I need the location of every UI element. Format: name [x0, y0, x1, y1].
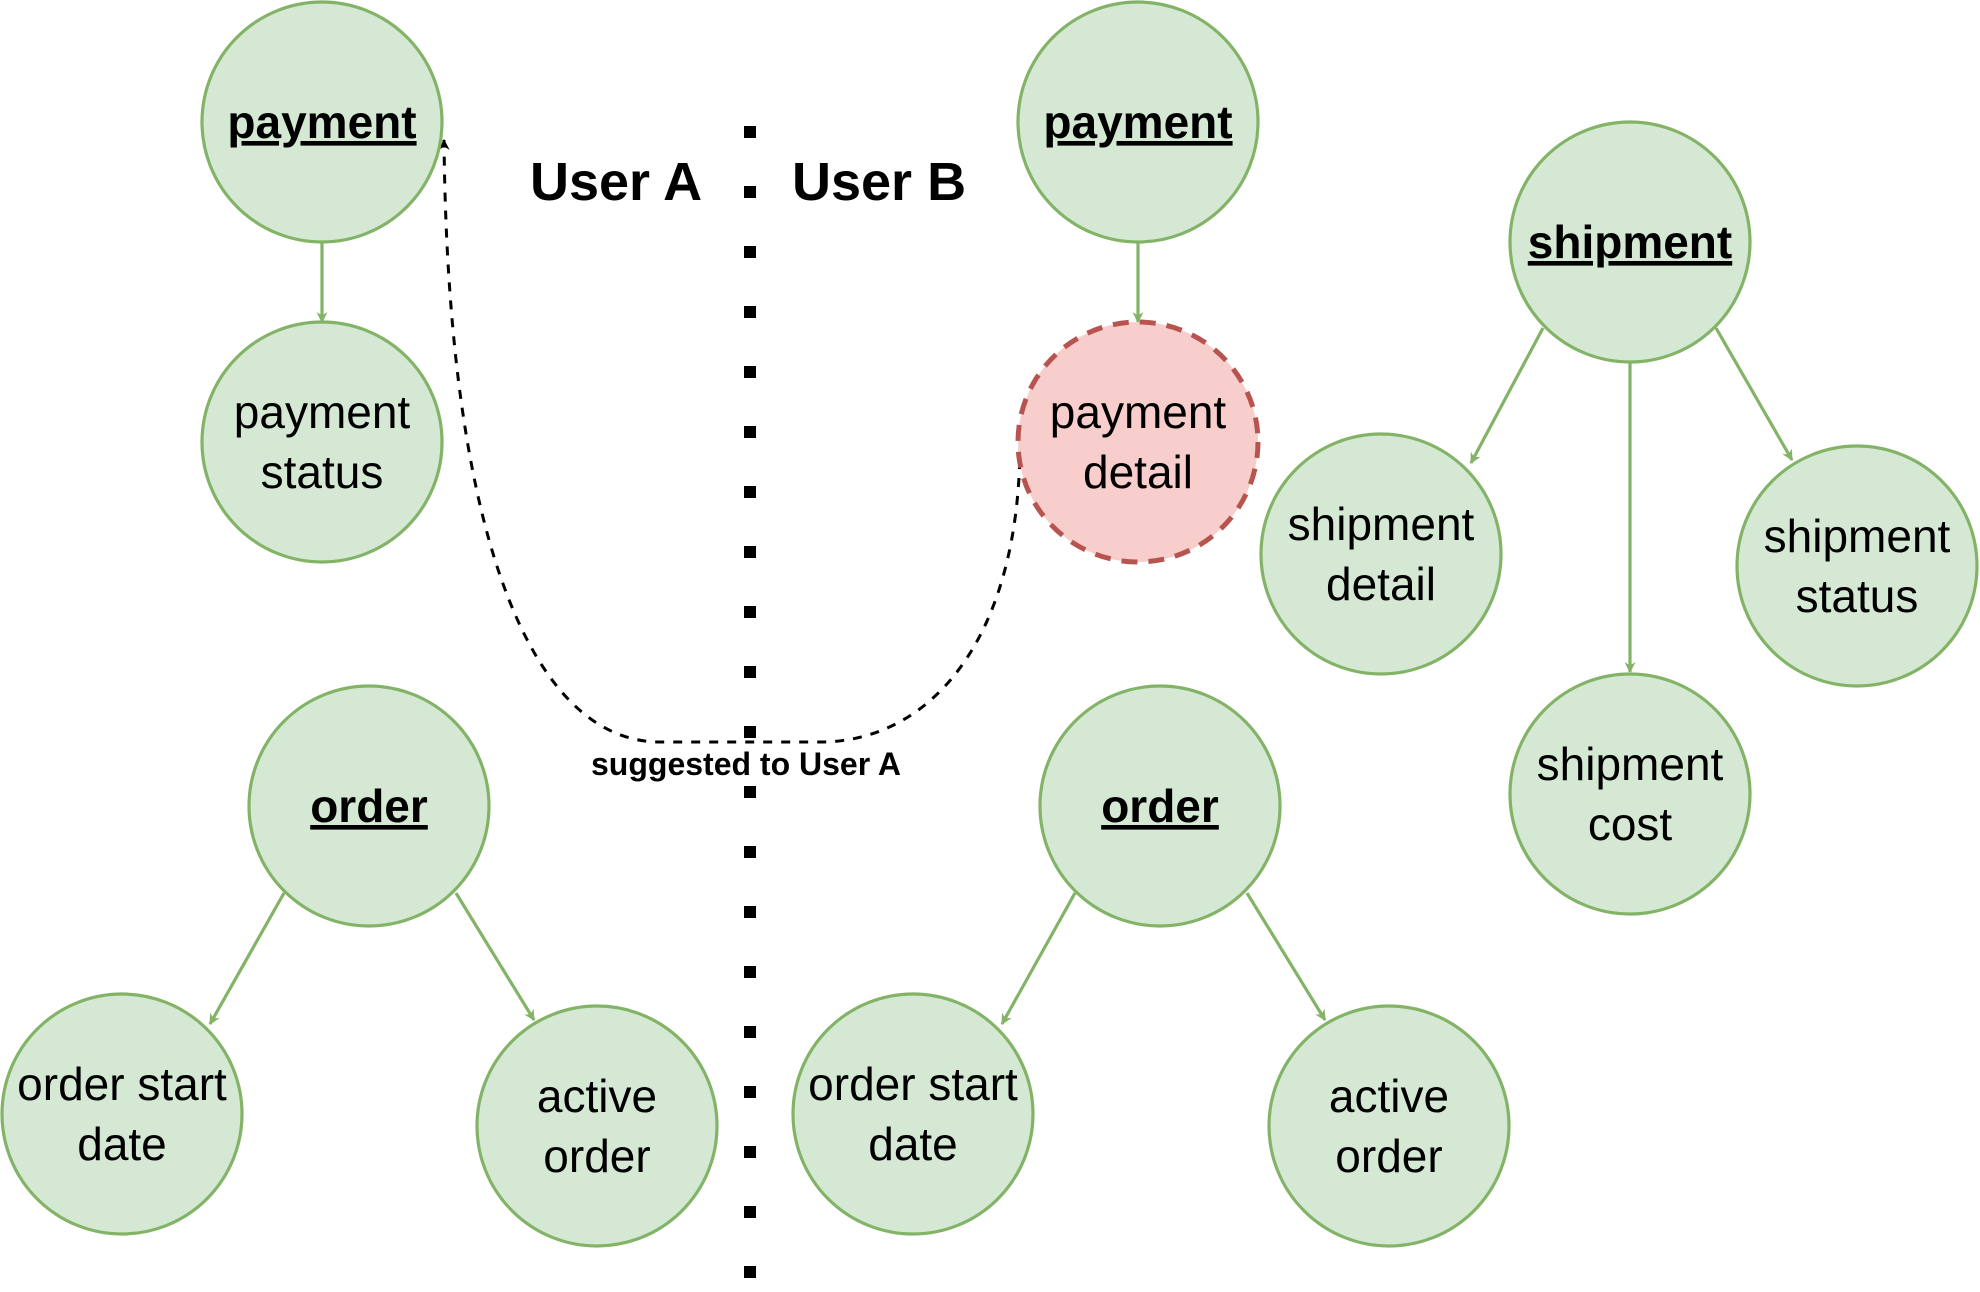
node-a-payment-status-line1: payment [234, 386, 411, 438]
edge-b-order-active [1245, 892, 1327, 1021]
node-b-shipment-cost-line2: cost [1588, 798, 1673, 850]
edge-a-order-start-date [208, 892, 286, 1025]
edges [208, 243, 1794, 1025]
node-b-order-label: order [1101, 780, 1219, 832]
node-a-order-label: order [310, 780, 428, 832]
node-b-payment-detail[interactable]: payment detail [1015, 319, 1261, 565]
node-b-order-start-date-line1: order start [808, 1058, 1018, 1110]
node-b-shipment-detail[interactable]: shipment detail [1259, 432, 1503, 676]
edge-b-shipment-status [1714, 327, 1794, 461]
node-b-payment-label: payment [1043, 96, 1232, 148]
node-b-active-order-line2: order [1335, 1130, 1442, 1182]
node-b-shipment-cost[interactable]: shipment cost [1508, 672, 1752, 916]
node-b-payment-detail-line2: detail [1083, 446, 1193, 498]
user-b-label: User B [792, 152, 966, 212]
edge-a-order-active [454, 892, 536, 1021]
node-b-shipment-status-line1: shipment [1764, 510, 1951, 562]
suggestion-label: suggested to User A [591, 746, 901, 782]
node-a-payment[interactable]: payment [200, 0, 444, 244]
node-a-payment-status[interactable]: payment status [200, 320, 444, 564]
user-a-label: User A [530, 152, 702, 212]
node-b-order-start-date-line2: date [868, 1118, 958, 1170]
node-a-payment-status-line2: status [261, 446, 384, 498]
node-b-shipment-status-line2: status [1796, 570, 1919, 622]
edge-b-order-start-date [1000, 892, 1077, 1025]
node-a-active-order[interactable]: active order [475, 1004, 719, 1248]
node-a-order-start-date[interactable]: order start date [0, 992, 244, 1236]
node-a-order-start-date-line1: order start [17, 1058, 227, 1110]
node-b-shipment-cost-line1: shipment [1537, 738, 1724, 790]
node-b-order[interactable]: order [1038, 684, 1282, 928]
node-b-payment[interactable]: payment [1016, 0, 1260, 244]
node-b-shipment-detail-line2: detail [1326, 558, 1436, 610]
edge-b-shipment-detail [1469, 327, 1545, 464]
node-b-shipment-status[interactable]: shipment status [1735, 444, 1979, 688]
node-a-order-start-date-line2: date [77, 1118, 167, 1170]
node-a-active-order-line2: order [543, 1130, 650, 1182]
suggestion-edge [438, 138, 1022, 744]
node-b-shipment[interactable]: shipment [1508, 120, 1752, 364]
node-a-order[interactable]: order [247, 684, 491, 928]
node-b-active-order[interactable]: active order [1267, 1004, 1511, 1248]
node-a-payment-label: payment [227, 96, 416, 148]
node-a-active-order-line1: active [537, 1070, 657, 1122]
node-b-shipment-label: shipment [1528, 216, 1732, 268]
node-b-active-order-line1: active [1329, 1070, 1449, 1122]
node-b-payment-detail-line1: payment [1050, 386, 1227, 438]
node-b-shipment-detail-line1: shipment [1288, 498, 1475, 550]
node-b-order-start-date[interactable]: order start date [791, 992, 1035, 1236]
